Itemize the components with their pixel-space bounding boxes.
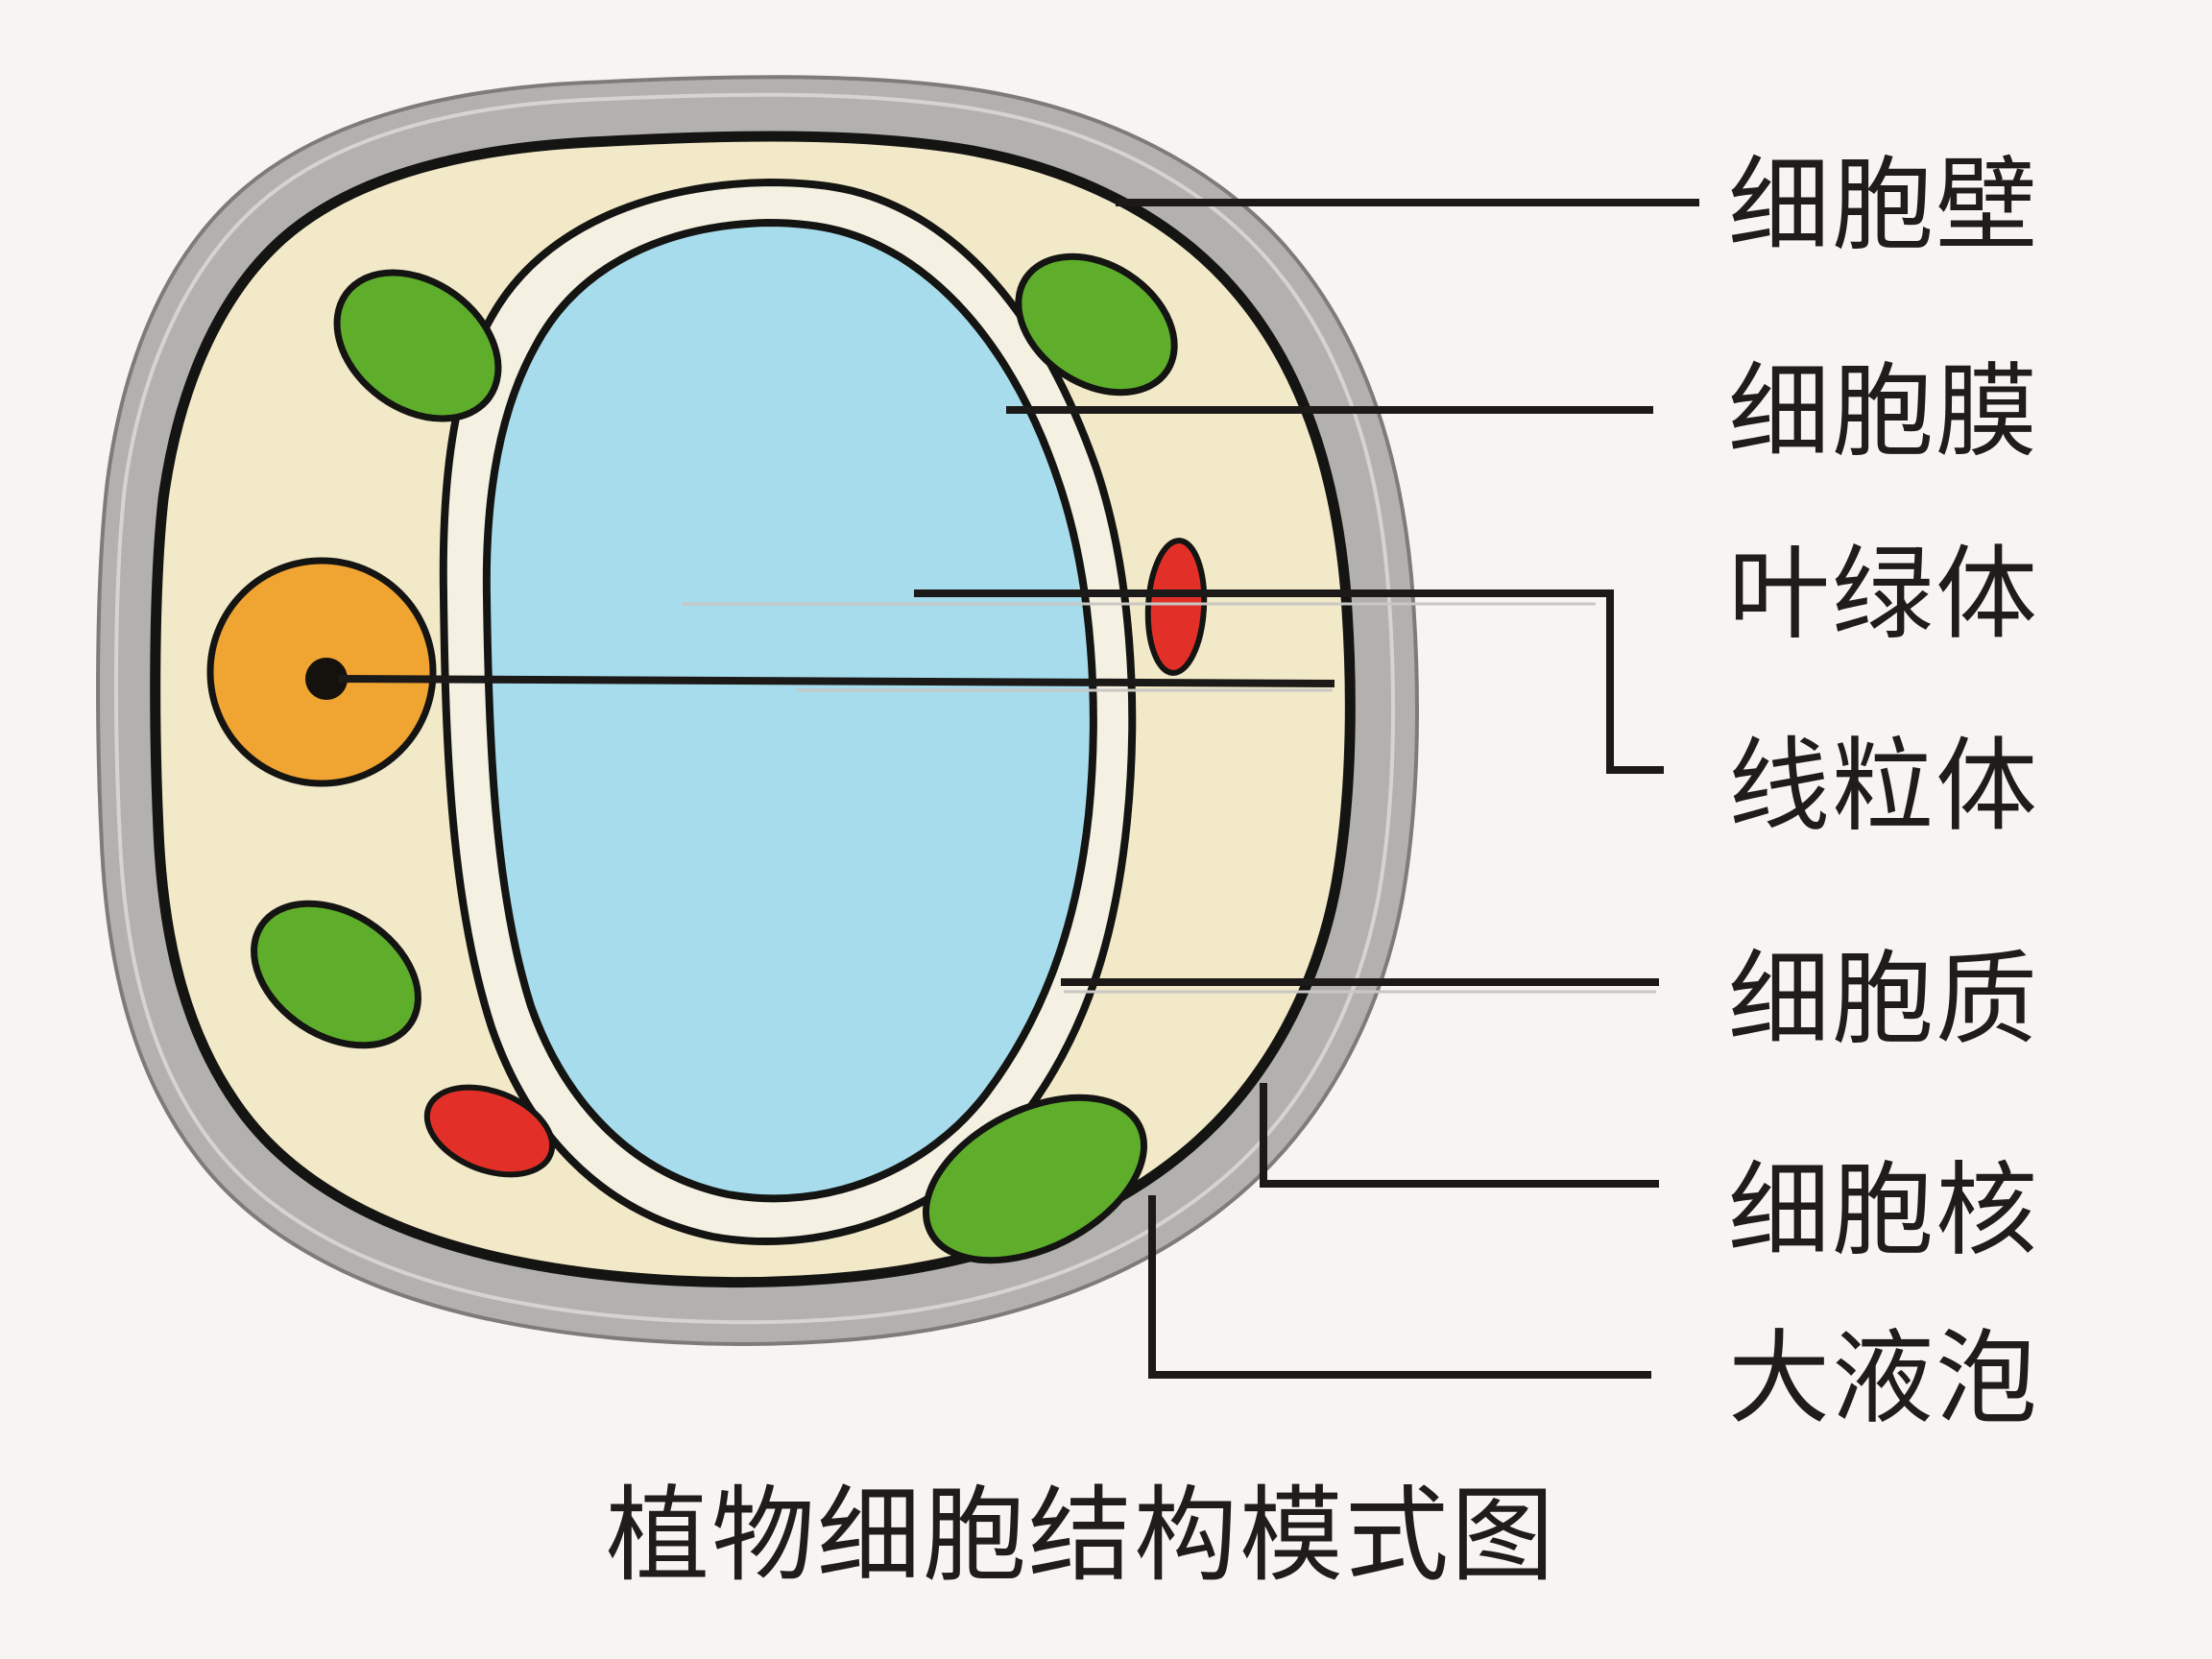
leader-mitochondrion: [914, 589, 1664, 774]
chloroplast-left: [251, 900, 421, 1049]
label-cell-membrane: 细胞膜: [1728, 357, 2039, 469]
mitochondrion-bottom-left: [423, 1084, 556, 1178]
chloroplast-top-left: [333, 269, 502, 422]
cell-wall-highlight-line: [114, 92, 1396, 1325]
cell: [96, 75, 1419, 1346]
leader-nucleus-dot: [337, 675, 1335, 687]
chloroplast-top-right: [1015, 252, 1178, 397]
label-cell-wall: 细胞壁: [1728, 151, 2039, 263]
labels: 细胞壁 细胞膜 叶绿体 线粒体 细胞质 细胞核 大液泡 植物细胞结构模式图: [606, 151, 2039, 1595]
chloroplast-bottom-right: [922, 1094, 1148, 1264]
label-mitochondrion: 线粒体: [1728, 732, 2039, 844]
label-nucleus: 细胞核: [1728, 1156, 2039, 1268]
vacuole-shape: [482, 218, 1097, 1203]
label-vacuole: 大液泡: [1728, 1324, 2039, 1436]
diagram-title: 植物细胞结构模式图: [606, 1480, 1556, 1595]
nucleolus-dot: [305, 658, 348, 700]
leader-lines: [337, 199, 1699, 1379]
label-chloroplast: 叶绿体: [1728, 540, 2039, 652]
leader-vacuole: [1148, 1195, 1651, 1379]
label-cytoplasm: 细胞质: [1728, 945, 2039, 1057]
leader-nucleus-label: [1260, 1083, 1659, 1188]
